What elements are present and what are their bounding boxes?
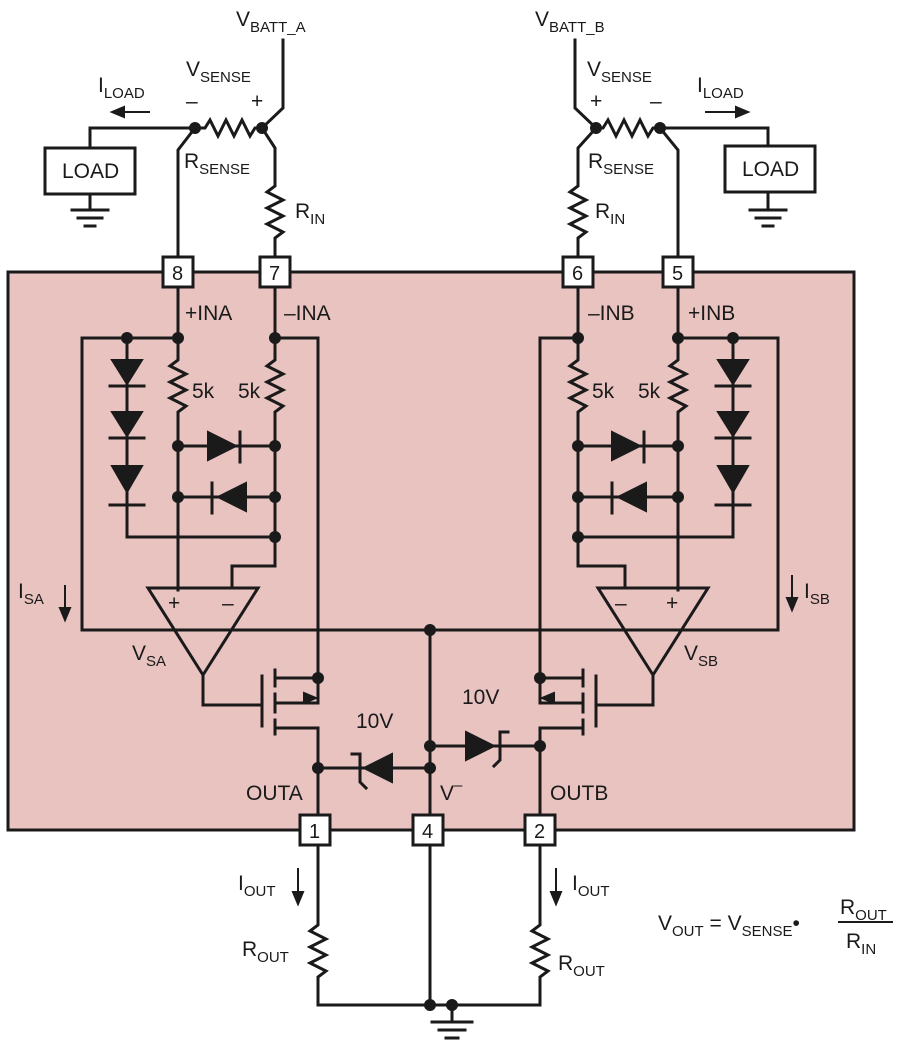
iout-b-label: IOUT [572, 872, 610, 900]
vminus-node [424, 628, 436, 817]
vsa-label: VSA [132, 642, 166, 670]
equation-numerator: ROUT [840, 896, 887, 924]
vsense-a-plus: + [251, 90, 263, 113]
vbatt-b-label: VBATT_B [535, 8, 605, 36]
isb-label: ISB [804, 580, 830, 608]
minb-label: –INB [588, 302, 635, 325]
zener-a-label: 10V [356, 710, 393, 733]
rout-a-label: ROUT [242, 938, 289, 966]
rsense-a-label: RSENSE [184, 150, 250, 178]
opamp-a-minus: – [222, 592, 234, 615]
channel-a-external [43, 38, 287, 260]
vsense-b-minus: – [650, 90, 662, 113]
iload-a-label: ILOAD [98, 74, 145, 102]
pin-5-label: 5 [672, 263, 683, 285]
pin-6-label: 6 [572, 263, 583, 285]
pinb-label: +INB [688, 302, 735, 325]
channel-a-internal [58, 285, 432, 817]
res-5k-1: 5k [192, 380, 215, 403]
isa-label: ISA [18, 580, 44, 608]
res-5k-3: 5k [592, 380, 615, 403]
vminus-label: V– [440, 777, 463, 805]
load-b-label: LOAD [742, 158, 799, 181]
opamp-b-minus: – [615, 592, 627, 615]
load-a-label: LOAD [62, 160, 119, 183]
opamp-b-plus: + [666, 592, 678, 615]
rout-b-label: ROUT [558, 952, 605, 980]
pina-label: +INA [185, 302, 232, 325]
gain-equation: VOUT = VSENSE• ROUT RIN [658, 896, 893, 958]
channel-b-internal [424, 285, 799, 817]
rin-b-label: RIN [595, 200, 625, 228]
vsense-b-label: VSENSE [587, 58, 652, 86]
vsb-label: VSB [684, 642, 718, 670]
rin-a-label: RIN [295, 200, 325, 228]
opamp-a-plus: + [168, 592, 180, 615]
equation-denominator: RIN [846, 930, 876, 958]
vbatt-a-label: VBATT_A [236, 8, 306, 36]
rsense-b-label: RSENSE [588, 150, 654, 178]
res-5k-4: 5k [638, 380, 661, 403]
pin-2-label: 2 [534, 821, 545, 843]
vsense-a-minus: – [186, 90, 198, 113]
mina-label: –INA [284, 302, 331, 325]
channel-b-external [566, 38, 817, 260]
res-5k-2: 5k [238, 380, 261, 403]
pin-4-label: 4 [422, 821, 433, 843]
output-network [291, 843, 563, 1040]
pin-8-label: 8 [172, 263, 183, 285]
vsense-a-label: VSENSE [186, 58, 251, 86]
zener-b-label: 10V [462, 686, 499, 709]
iload-b-label: ILOAD [697, 74, 744, 102]
pin-7-label: 7 [269, 263, 280, 285]
pin-1-label: 1 [309, 821, 320, 843]
outb-label: OUTB [550, 782, 608, 805]
vsense-b-plus: + [590, 90, 602, 113]
equation-lhs: VOUT = VSENSE• [658, 912, 800, 940]
iout-a-label: IOUT [238, 872, 276, 900]
outa-label: OUTA [246, 782, 303, 805]
